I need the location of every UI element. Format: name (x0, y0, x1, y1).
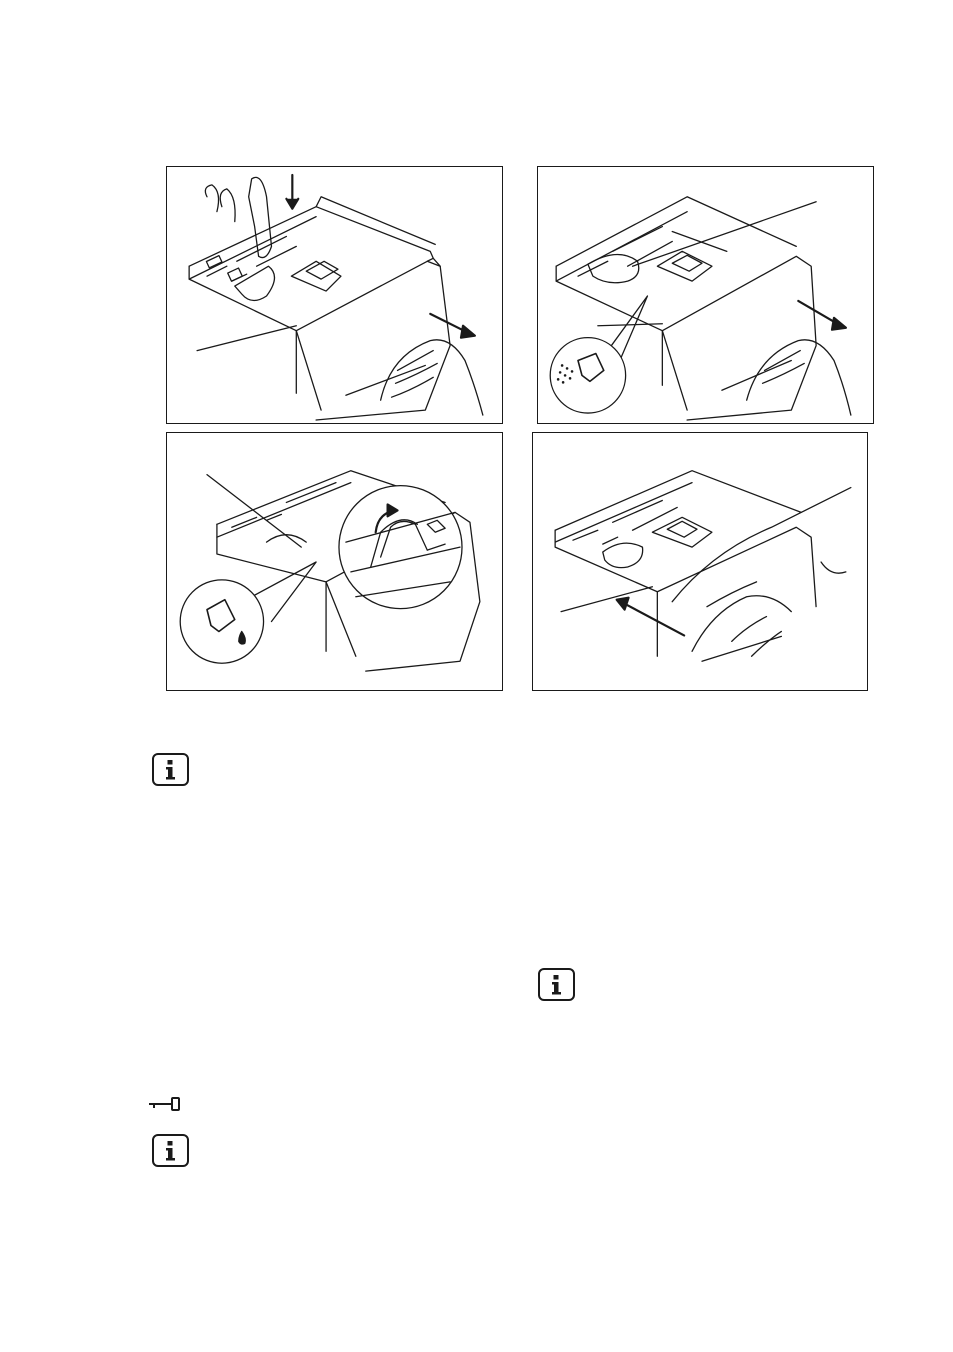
pointer-line (207, 475, 301, 547)
magnifier-callout (550, 296, 647, 413)
finger-pressing-lever (205, 177, 271, 257)
info-icon (152, 1134, 189, 1167)
hand-pulling-drawer (747, 340, 851, 415)
detergent-drawer-drawing (189, 197, 450, 420)
zoom-circle-flap (339, 486, 462, 609)
illustration-powder-detergent (537, 166, 874, 424)
info-icon (152, 753, 189, 786)
info-icon (538, 968, 575, 1001)
illustration-push-drawer-closed (532, 432, 868, 691)
detergent-drawer-drawing (555, 471, 816, 662)
magnifier-callout (180, 562, 316, 663)
arrow-pull-out (798, 301, 846, 330)
child-lock-key-icon (148, 1096, 182, 1112)
arrow-press-down (286, 175, 298, 209)
illustration-liquid-detergent (166, 432, 503, 691)
arrow-push-in (617, 598, 684, 636)
arrow-pull-out (430, 314, 475, 338)
illustration-pull-out-drawer (166, 166, 503, 424)
hand-pulling-drawer (381, 340, 483, 415)
